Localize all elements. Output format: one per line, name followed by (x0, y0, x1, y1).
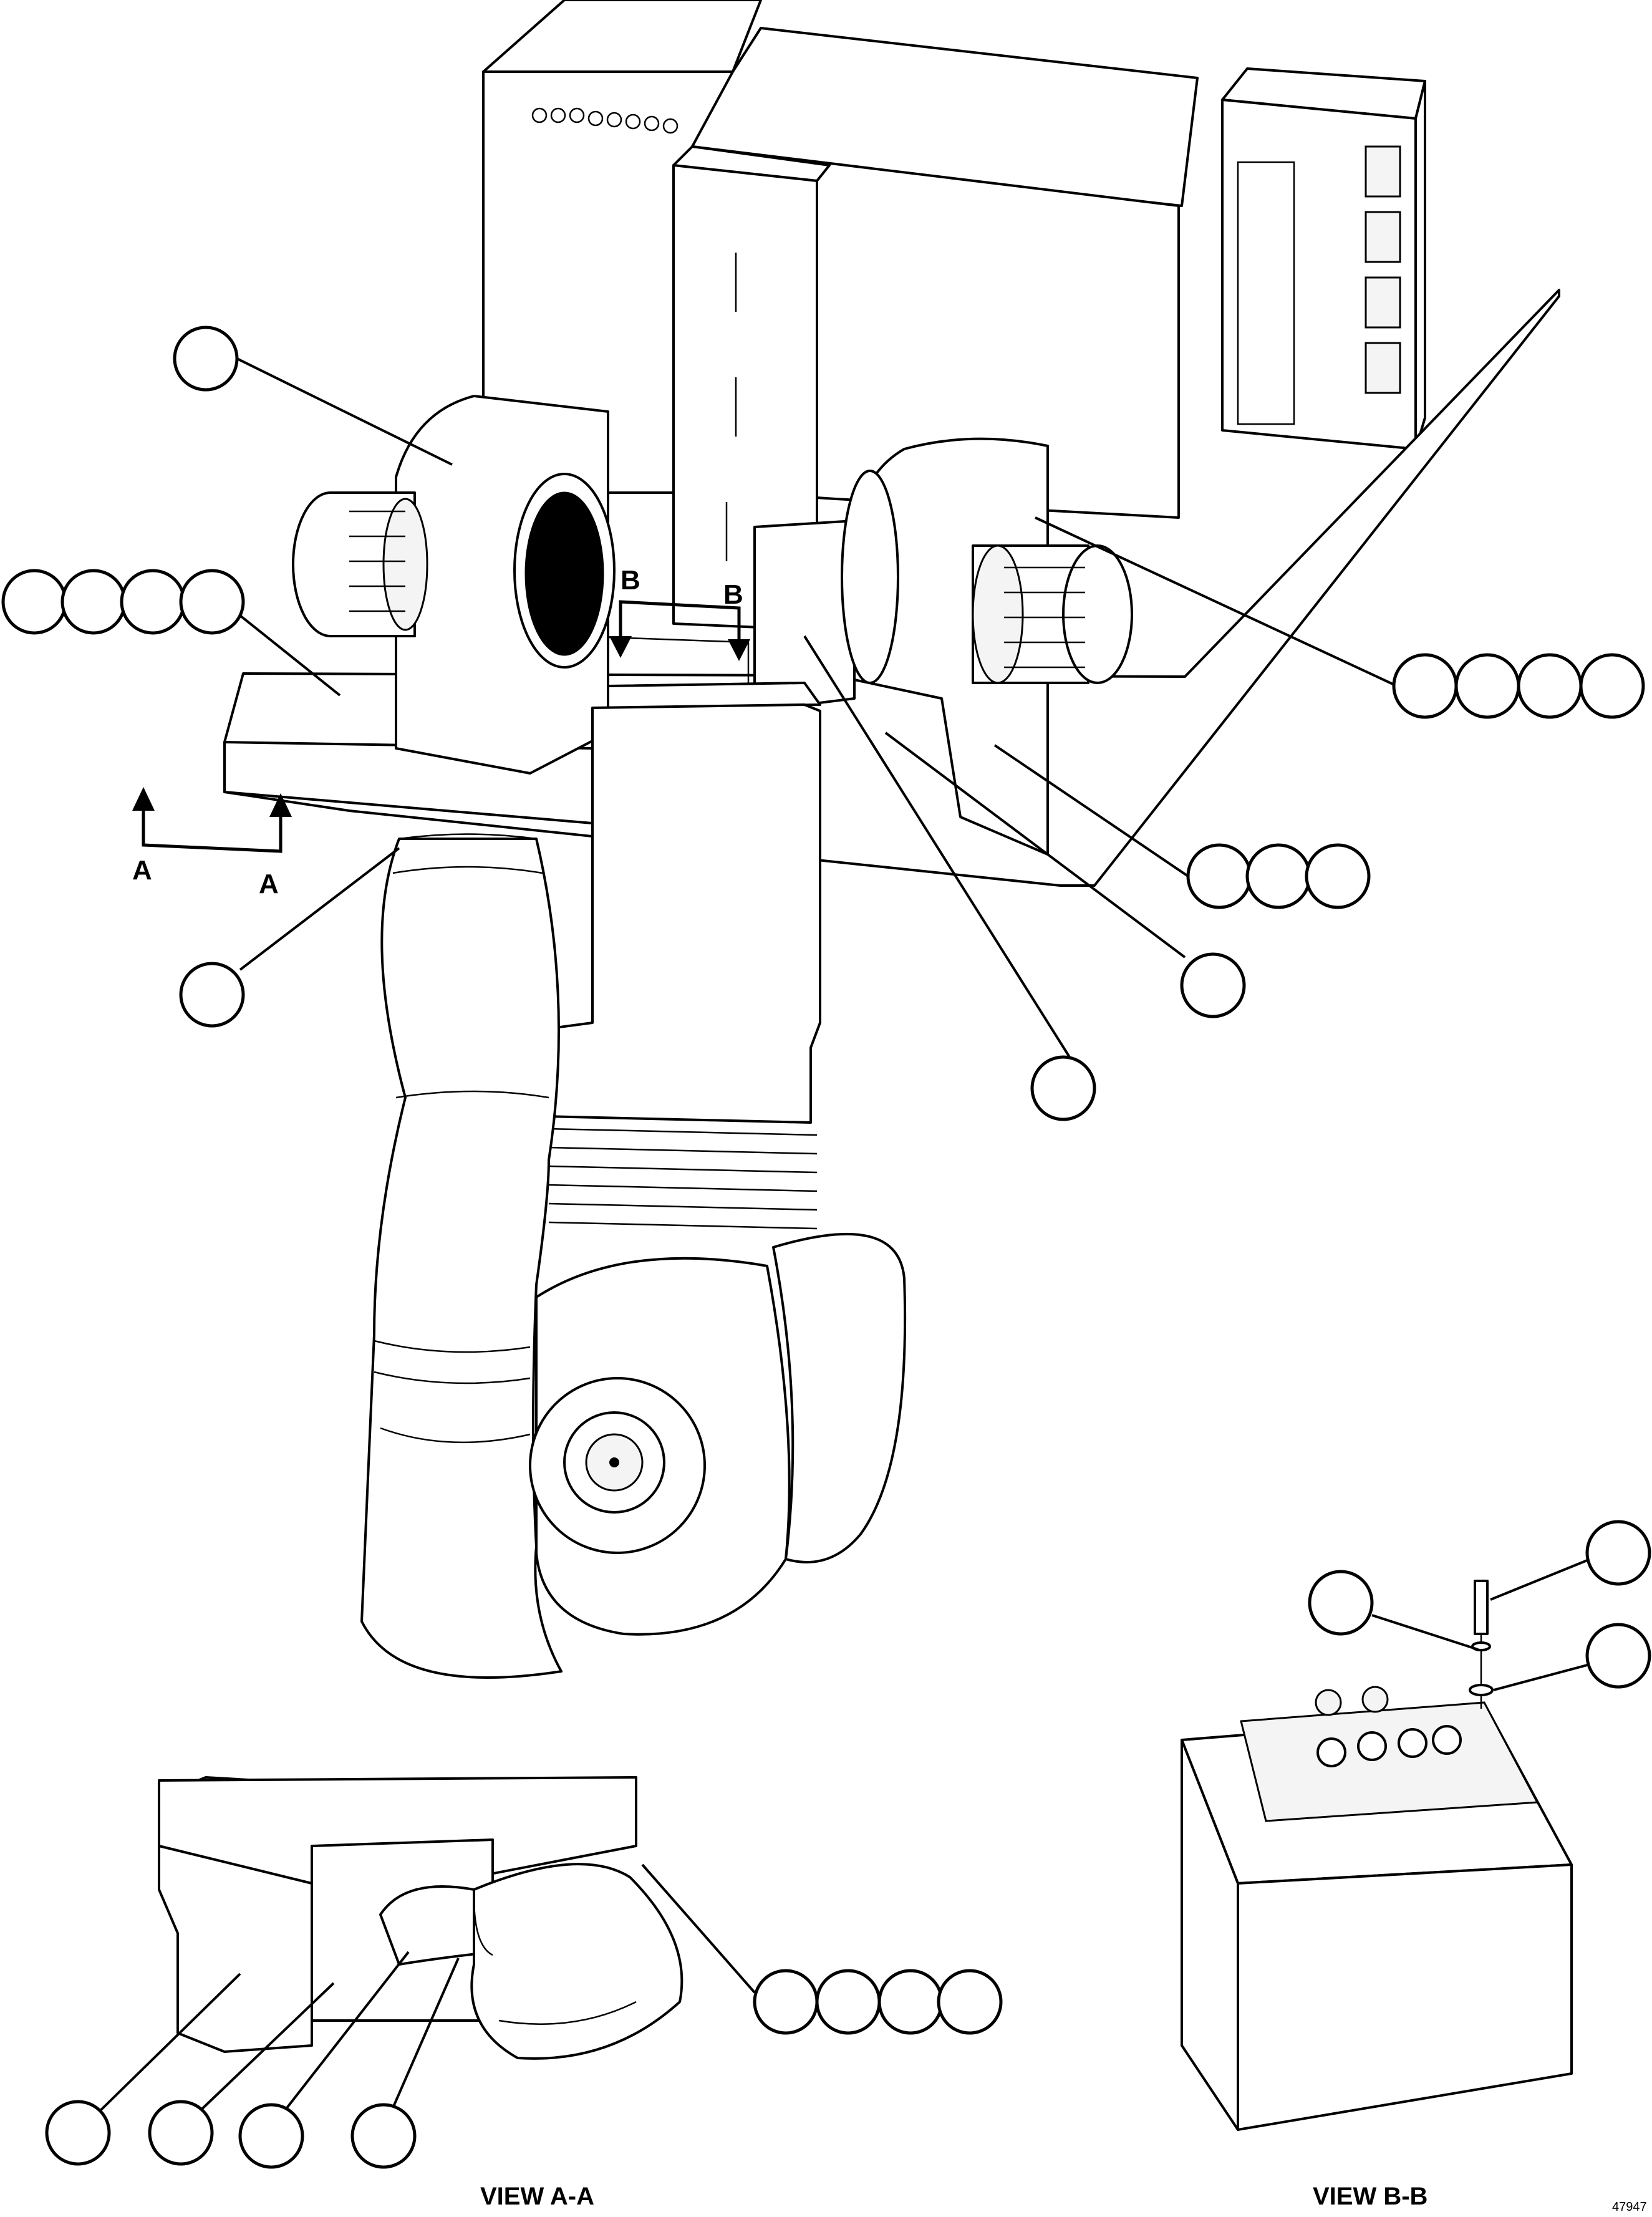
view-a-clamp-1 (473, 1895, 493, 1956)
view-b-fastener-stack (1469, 1580, 1494, 1709)
view-b-b-title: VIEW B-B (1313, 2183, 1427, 2210)
section-b-b-arrow: B B (609, 565, 750, 661)
view-b-b-detail: VIEW B-B (1181, 1520, 1651, 2210)
callout-view-a-box (45, 1973, 241, 2166)
callout-view-a-plenum (148, 1982, 335, 2166)
section-label-b-left: B (621, 565, 640, 596)
section-label-a-right: A (259, 869, 279, 899)
left-motor (292, 491, 428, 637)
view-a-a-detail: VIEW A-A (45, 1776, 1003, 2210)
callout-left-blower (173, 326, 453, 466)
main-fan-side (772, 1232, 907, 1563)
main-assembly-view: A A B B (1, 0, 1645, 1679)
view-b-terminals (1315, 1686, 1462, 1767)
section-label-a-left: A (132, 855, 152, 886)
callout-view-b-flatwasher (1493, 1623, 1651, 1691)
right-motor (972, 544, 1133, 684)
drawing-number: 47947 (1612, 2200, 1647, 2214)
section-a-a-arrow: A A (132, 787, 292, 899)
callout-right-motor-fasteners (1035, 516, 1645, 719)
callout-view-a-clamp (350, 1958, 460, 2169)
view-b-inner-plate (1240, 1701, 1539, 1822)
center-duct-top (607, 682, 821, 709)
right-blower-inlet-ring (841, 470, 899, 684)
duct-bellows (548, 1128, 818, 1230)
rear-cabinet-holes (531, 107, 679, 134)
flex-hose (360, 838, 563, 1679)
control-box-side (1414, 80, 1426, 450)
hose-clamps (374, 833, 549, 1444)
view-b-tray-front (1237, 1863, 1573, 2131)
callout-view-a-elbow (238, 1951, 410, 2169)
callout-view-b-bolt (1490, 1520, 1651, 1601)
callout-view-b-lockwasher (1308, 1570, 1479, 1651)
callout-right-blower (884, 732, 1246, 1018)
control-box-louvers (1237, 145, 1401, 425)
center-duct (544, 703, 821, 1124)
callout-flex-hose (179, 847, 400, 1028)
column-slots (725, 253, 737, 561)
rear-cabinet (482, 0, 762, 73)
section-label-b-right: B (723, 579, 743, 610)
callout-blower-cover (803, 635, 1096, 1121)
view-a-a-title: VIEW A-A (480, 2183, 594, 2210)
left-blower-grille (524, 491, 604, 656)
right-blower-cover (753, 519, 856, 712)
view-b-tray-side (1181, 1739, 1239, 2131)
view-a-large-hose (470, 1863, 684, 2060)
main-fan-hub (529, 1377, 706, 1554)
callout-right-motor-base (993, 744, 1371, 909)
callout-view-a-flange-group (641, 1863, 1003, 2035)
callout-motor-mount-group (1, 569, 341, 697)
view-a-clamp-2 (498, 2001, 637, 2025)
